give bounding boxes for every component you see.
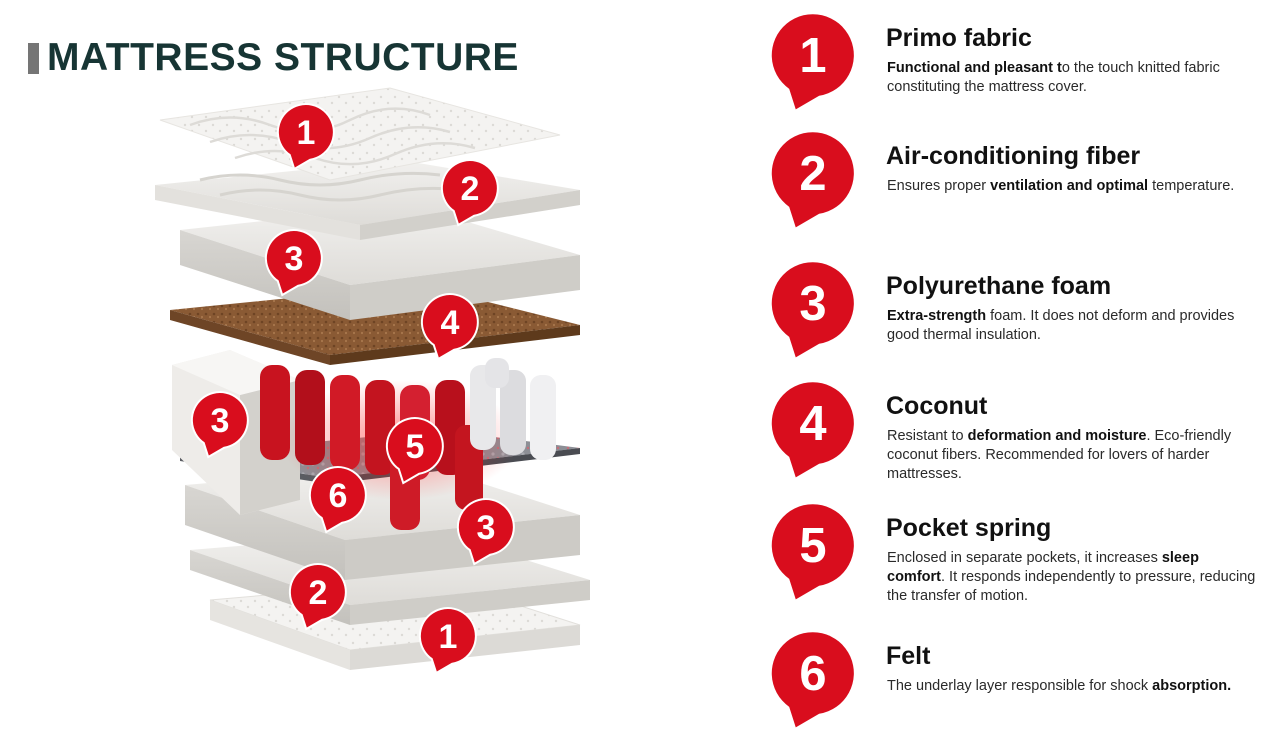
page-title: MATTRESS STRUCTURE: [47, 36, 519, 79]
layer-title: Coconut: [886, 392, 988, 420]
top-fabric-layer: [159, 87, 561, 181]
mattress-illustration: 1 2 3 4 3 5 6 3 2 1: [140, 80, 620, 743]
pin-number: 2: [799, 147, 826, 201]
layer-description: Resistant to deformation and moisture. E…: [887, 428, 1232, 482]
layer-title: Polyurethane foam: [886, 272, 1112, 300]
pin-number: 5: [799, 519, 826, 573]
layer-description-emphasis: deformation and moisture: [967, 428, 1147, 444]
top-foam-layer: [180, 205, 580, 320]
pocket-springs: [260, 358, 556, 530]
number-pin-icon: 5: [771, 504, 854, 600]
illustration-pin-icon: 2: [288, 563, 347, 631]
illustration-pin-icon: 3: [264, 229, 323, 297]
illustration-pin-number: 3: [477, 509, 496, 547]
layer-description: The underlay layer responsible for shock…: [887, 678, 1232, 694]
illustration-pin-icon: 1: [418, 607, 477, 675]
pin-number: 1: [799, 29, 826, 83]
illustration-pin-number: 1: [297, 114, 316, 152]
number-pin-icon: 3: [771, 262, 854, 358]
layer-title: Felt: [886, 642, 931, 670]
layer-description-emphasis: sleep comfort: [887, 550, 1199, 585]
pin-number: 6: [799, 647, 826, 701]
illustration-pin-number: 5: [406, 428, 425, 466]
layer-description-emphasis: absorption.: [1152, 678, 1232, 694]
layer-description: Enclosed in separate pockets, it increas…: [887, 550, 1256, 604]
illustration-pin-number: 4: [441, 304, 460, 342]
title-accent-bar: [28, 42, 39, 74]
layer-description-emphasis: ventilation and optimal: [990, 178, 1149, 194]
illustration-pin-number: 1: [439, 618, 458, 656]
number-pin-icon: 4: [771, 382, 854, 478]
layer-description: Ensures proper ventilation and optimal t…: [887, 178, 1235, 194]
illustration-pin-icon: 5: [385, 417, 444, 485]
illustration-pin-number: 3: [211, 402, 230, 440]
layer-description-emphasis: Functional and pleasant t: [887, 60, 1062, 76]
layer-description: Functional and pleasant to the touch kni…: [887, 60, 1220, 95]
layer-description: Extra-strength foam. It does not deform …: [887, 308, 1235, 343]
illustration-pin-icon: 6: [308, 466, 367, 534]
illustration-pin-number: 6: [329, 477, 348, 515]
page-title-block: MATTRESS STRUCTURE: [28, 36, 519, 80]
pin-number: 4: [799, 397, 826, 451]
illustration-pin-icon: 1: [276, 103, 335, 171]
layer-title: Primo fabric: [886, 24, 1032, 52]
illustration-pin-icon: 3: [190, 391, 249, 459]
illustration-pin-number: 3: [285, 240, 304, 278]
layer-title: Air-conditioning fiber: [886, 142, 1141, 170]
illustration-pin-number: 2: [309, 574, 328, 612]
number-pin-icon: 1: [771, 14, 854, 110]
pin-number: 3: [799, 277, 826, 331]
illustration-markers: 1 2 3 4 3 5 6 3 2 1: [190, 103, 515, 675]
layer-title: Pocket spring: [886, 514, 1052, 542]
layer-description-emphasis: Extra-strength: [887, 308, 987, 324]
illustration-pin-icon: 4: [420, 293, 479, 361]
illustration-pin-icon: 3: [456, 498, 515, 566]
number-pin-icon: 2: [771, 132, 854, 228]
illustration-pin-icon: 2: [440, 159, 499, 227]
number-pin-icon: 6: [771, 632, 854, 728]
illustration-pin-number: 2: [461, 170, 480, 208]
